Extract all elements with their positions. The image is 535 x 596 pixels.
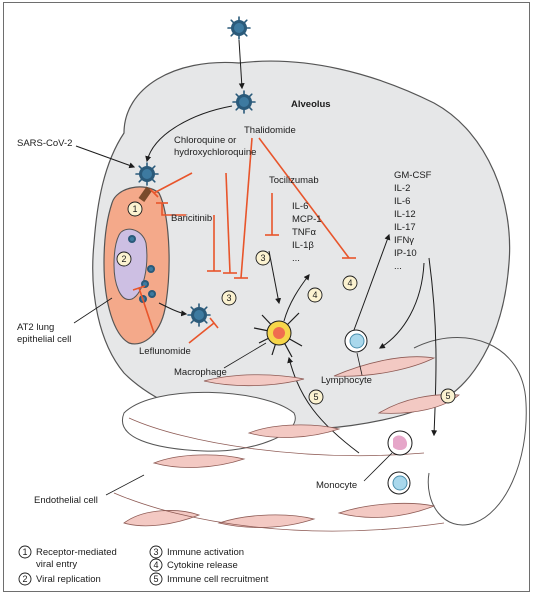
lymphocyte-activation-arrow (378, 262, 425, 349)
nucleus (113, 228, 148, 300)
virion-icon (128, 235, 136, 243)
recruitment-arrow (428, 257, 438, 437)
at2-pointer (73, 297, 113, 324)
leflunomide-label: Leflunomide (139, 346, 191, 357)
thalidomide-inhibit-cytokine (258, 137, 350, 259)
cytokine-item: IL-6 (292, 201, 308, 212)
diagram-canvas: Alveolus SARS-CoV-2 Chloroquine or hydro… (17, 16, 527, 586)
lymphocyte-pointer (356, 352, 363, 376)
legend-number: 5 (153, 574, 158, 584)
virus-icon (232, 90, 256, 114)
monocyte-pointer (363, 452, 393, 482)
macrophage-label: Macrophage (174, 367, 227, 378)
thalidomide-inhibit (240, 137, 253, 279)
chloroquine-inhibit-entry (153, 172, 193, 194)
viral-approach-arrow (145, 105, 233, 163)
lymphocyte-cytokine-arrow (350, 233, 391, 339)
legend-text: viral entry (36, 559, 77, 570)
cytokine-item: IL-17 (394, 222, 416, 233)
sars-pointer-arrow (75, 145, 136, 169)
marker-4 (342, 275, 358, 291)
legend-text: Receptor-mediated (36, 547, 117, 558)
leflunomide-inhibit-virus (188, 322, 215, 344)
monocyte-cell (387, 471, 411, 495)
legend-text: Immune activation (167, 547, 244, 558)
marker-1 (127, 201, 143, 217)
marker-text: 2 (121, 254, 126, 264)
cytokine-item: TNFα (292, 227, 316, 238)
legend-text: Viral replication (36, 574, 101, 585)
macrophage-cell (253, 312, 303, 358)
lower-cell-outline (121, 391, 296, 452)
marker-4 (307, 287, 323, 303)
baricitinib-label: Baricitinib (171, 213, 212, 224)
release-arrow (158, 302, 188, 317)
cytokine-item: ... (394, 261, 402, 272)
legend-number: 4 (153, 560, 158, 570)
marker-text: 4 (312, 290, 317, 300)
marker-5 (440, 388, 456, 404)
marker-text: 3 (226, 293, 231, 303)
legend-number: 1 (22, 547, 27, 557)
cytokine-item: IFNγ (394, 235, 414, 246)
virion-icon (148, 290, 156, 298)
lymphocyte-cell (344, 329, 368, 353)
thalidomide-label: Thalidomide (244, 125, 296, 136)
virus-icon (227, 16, 251, 40)
vessel-wall (113, 492, 445, 532)
macrophage-cytokine-list: IL-6 MCP-1 TNFα IL-1β ... (292, 201, 322, 264)
chloroquine-label-2: hydroxychloroquine (174, 147, 256, 158)
marker-text: 1 (132, 204, 137, 214)
cytokine-item: GM-CSF (394, 170, 432, 181)
virus-icon (135, 162, 159, 186)
entry-arrow (238, 39, 245, 90)
sars-label: SARS-CoV-2 (17, 138, 72, 149)
legend-number: 3 (153, 547, 158, 557)
leflunomide-inhibit (138, 287, 155, 334)
alveolus-label: Alveolus (291, 99, 331, 110)
legend-text: Immune cell recruitment (167, 574, 269, 585)
chloroquine-label: Chloroquine or (174, 135, 236, 146)
macrophage-pointer (223, 342, 267, 369)
at2-label: AT2 lung (17, 322, 54, 333)
cytokine-item: IL-6 (394, 196, 410, 207)
legend-text: Cytokine release (167, 560, 238, 571)
vessel-wall (128, 417, 425, 457)
capillary-outline (413, 336, 527, 526)
cytokine-item: IL-12 (394, 209, 416, 220)
marker-3 (255, 250, 271, 266)
marker-5 (308, 389, 324, 405)
lymphocyte-cytokine-list: GM-CSF IL-2 IL-6 IL-12 IL-17 IFNγ IP-10 … (394, 170, 432, 272)
marker-3 (221, 290, 237, 306)
cytokine-item: IP-10 (394, 248, 417, 259)
virion-icon (147, 265, 155, 273)
marker-text: 5 (313, 392, 318, 402)
monocyte-cell (387, 430, 413, 456)
marker-2 (116, 251, 132, 267)
endothelial-label: Endothelial cell (34, 495, 98, 506)
monocyte-recruitment-arrow (287, 356, 360, 454)
ace2-receptor (138, 186, 153, 203)
marker-text: 4 (347, 278, 352, 288)
legend: 1 2 3 4 5 Receptor-mediated viral entry … (18, 545, 269, 586)
cytokine-item: IL-1β (292, 240, 314, 251)
chloroquine-inhibit-activation (225, 172, 231, 274)
tocilizumab-label: Tocilizumab (269, 175, 319, 186)
activation-arrow (268, 250, 282, 305)
virus-icon (187, 303, 211, 327)
marker-text: 3 (260, 253, 265, 263)
cytokine-release-arrow (283, 274, 310, 322)
baricitinib-inhibit-entry (161, 203, 186, 216)
cytokine-item: MCP-1 (292, 214, 322, 225)
endothelial-pointer (105, 474, 145, 496)
at2-label-2: epithelial cell (17, 334, 71, 345)
cytokine-item: IL-2 (394, 183, 410, 194)
legend-number: 2 (22, 574, 27, 584)
marker-text: 5 (445, 391, 450, 401)
monocyte-label: Monocyte (316, 480, 357, 491)
cytokine-item: ... (292, 253, 300, 264)
figure-frame: Alveolus SARS-CoV-2 Chloroquine or hydro… (3, 2, 530, 592)
lymphocyte-label: Lymphocyte (321, 375, 372, 386)
